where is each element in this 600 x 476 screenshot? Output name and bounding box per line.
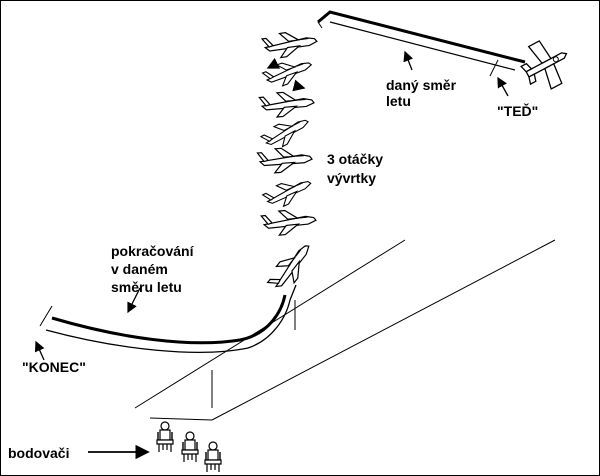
airplane-icon bbox=[260, 206, 318, 238]
airplane-icon bbox=[258, 89, 316, 119]
airplane-icon bbox=[261, 53, 316, 92]
label-konec: "KONEC" bbox=[22, 359, 86, 375]
label-continue-line2: v daném bbox=[111, 261, 168, 277]
label-direction-line2: letu bbox=[386, 93, 411, 109]
rotation-arrow-icon bbox=[266, 57, 281, 69]
arrow-icon bbox=[497, 76, 509, 97]
arrow-icon bbox=[403, 50, 414, 71]
judges-group bbox=[156, 421, 222, 473]
pointer-arrows bbox=[34, 50, 509, 460]
judge-figure-icon bbox=[204, 441, 222, 473]
exit-flight-path bbox=[39, 284, 297, 353]
label-continue-line3: směru letu bbox=[111, 279, 182, 295]
label-direction-line1: daný směr bbox=[386, 77, 457, 93]
rotation-arrow-icon bbox=[292, 79, 306, 92]
arrow-icon bbox=[34, 340, 45, 361]
label-continue-line1: pokračování bbox=[111, 243, 195, 259]
entry-flight-path bbox=[317, 10, 526, 77]
label-spins-line1: 3 otáčky bbox=[327, 151, 383, 167]
ground-reference-lines bbox=[134, 239, 556, 421]
airplane-icon bbox=[261, 27, 320, 61]
label-judges: bodovači bbox=[8, 445, 69, 461]
label-ted: "TEĎ" bbox=[497, 102, 538, 119]
start-airplane-icon bbox=[520, 40, 568, 90]
arrow-icon bbox=[127, 287, 141, 314]
label-spins-line2: vývrtky bbox=[327, 170, 376, 186]
judge-figure-icon bbox=[181, 431, 199, 463]
airplane-icon bbox=[261, 172, 316, 213]
airplane-icon bbox=[259, 110, 314, 154]
airplane-icon bbox=[264, 237, 319, 297]
spin-sequence bbox=[256, 27, 320, 297]
judge-figure-icon bbox=[156, 421, 174, 453]
airplane-icon bbox=[256, 145, 314, 175]
